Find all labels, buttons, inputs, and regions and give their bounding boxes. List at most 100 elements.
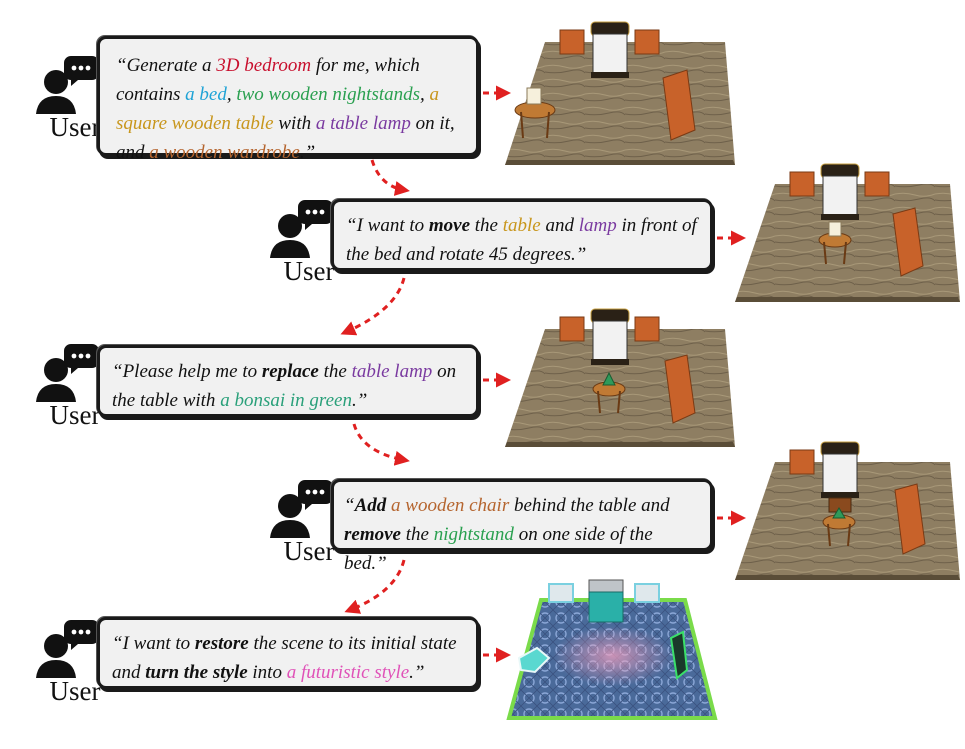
floor-edge [505,442,735,447]
user-icon [36,56,99,114]
prompt-segment: “I want to [112,633,195,654]
scene-render-bonsai [505,308,735,447]
prompt-segment: a wooden chair [391,495,510,516]
user-icon [270,200,333,258]
nightstand-right [864,171,890,197]
user-avatar-1: User [30,52,120,162]
floor-edge [505,160,735,165]
table-lamp [828,221,842,237]
table-leg [823,241,827,265]
nightstand-left [548,583,574,603]
user-label: User [283,536,335,566]
prompt-segment: a bed [185,84,227,105]
prompt-segment: for me, which contains [116,55,420,105]
prompt-segment: restore [194,633,249,654]
prompt-segment: and [540,215,579,236]
prompt-bubble-5: “I want to restore the scene to its init… [97,617,479,689]
bed-footboard [591,72,629,78]
nightstand-right [634,29,660,55]
arrow-step-3-to-4 [352,423,410,466]
prompt-segment: a bonsai in green [220,390,352,411]
prompt-segment: on the table with [112,361,457,411]
prompt-segment: on one side of the bed.” [344,524,653,574]
prompt-segment: “ [344,495,355,516]
prompt-segment: nightstand [433,524,514,545]
wardrobe [894,483,926,555]
table-lamp [526,87,542,105]
prompt-segment: into [247,662,287,683]
user-icon [36,620,99,678]
table-leg [597,390,601,414]
table-leg [827,523,831,547]
prompt-segment: a wooden wardrobe [149,142,300,163]
prompt-segment: replace [261,361,319,382]
prompt-text-3: “Please help me to replace the table lam… [112,357,464,415]
bed-footboard [821,492,859,498]
wardrobe [664,354,696,424]
prompt-segment: the [400,524,434,545]
bed-footboard [821,214,859,220]
bed [822,175,858,217]
prompt-segment: the [318,361,352,382]
prompt-segment: with [273,113,316,134]
prompt-segment: 3D bedroom [216,55,312,76]
prompt-segment: behind the table and [509,495,670,516]
prompt-segment: remove [344,524,401,545]
nightstand-left [789,449,815,475]
prompt-segment: a futuristic style [286,662,410,683]
prompt-segment: .” [351,390,368,411]
table-leg [617,390,621,414]
bonsai [832,507,846,519]
arrow-step-1-to-2 [370,159,410,196]
prompt-segment: move [428,215,471,236]
prompt-text-1: “Generate a 3D bedroom for me, which con… [116,51,462,167]
scene-render-chair [735,441,960,580]
prompt-segment: , [420,84,430,105]
user-label: User [49,676,101,706]
prompt-segment: table [502,215,541,236]
prompt-segment: “Please help me to [112,361,262,382]
table-leg [843,241,847,265]
prompt-text-2: “I want to move the table and lamp in fr… [346,211,698,269]
nightstand-left [789,171,815,197]
wardrobe [662,69,696,141]
bed [588,591,624,623]
prompt-text-4: “Add a wooden chair behind the table and… [344,491,698,578]
prompt-segment: on it, and [116,113,455,163]
nightstand-right [634,316,660,342]
user-avatar-2: User [264,196,354,306]
prompt-bubble-1: “Generate a 3D bedroom for me, which con… [97,36,479,163]
prompt-segment: in front of the bed and rotate 45 degree… [346,215,697,265]
nightstand-left [559,29,585,55]
prompt-segment: table lamp [351,361,433,382]
user-avatar-5: User [30,616,120,726]
prompt-segment: a table lamp [315,113,411,134]
prompt-segment: “Generate a [116,55,217,76]
bed [592,320,628,362]
prompt-segment: two wooden nightstands [236,84,421,105]
prompt-segment: .” [299,142,316,163]
prompt-bubble-3: “Please help me to replace the table lam… [97,345,479,417]
prompt-segment: “I want to [346,215,429,236]
scene-render-moved [735,163,960,302]
scene-render-futuristic [506,579,718,720]
user-label: User [49,400,101,430]
arrow-step-4-to-5 [344,559,406,614]
floor-edge [735,297,960,302]
user-label: User [49,112,101,142]
bed-footboard [591,359,629,365]
futuristic-table [517,646,551,674]
table-leg [847,523,851,547]
nightstand-left [559,316,585,342]
user-avatar-4: User [264,476,354,586]
prompt-bubble-2: “I want to move the table and lamp in fr… [331,199,713,271]
prompt-bubble-4: “Add a wooden chair behind the table and… [331,479,713,574]
prompt-segment: a square wooden table [116,84,440,134]
prompt-segment: turn the style [145,662,248,683]
arrow-step-2-to-3 [340,277,406,336]
floor-glow [553,626,673,686]
prompt-text-5: “I want to restore the scene to its init… [112,629,464,687]
prompt-segment: lamp [578,215,617,236]
user-avatar-3: User [30,340,120,450]
